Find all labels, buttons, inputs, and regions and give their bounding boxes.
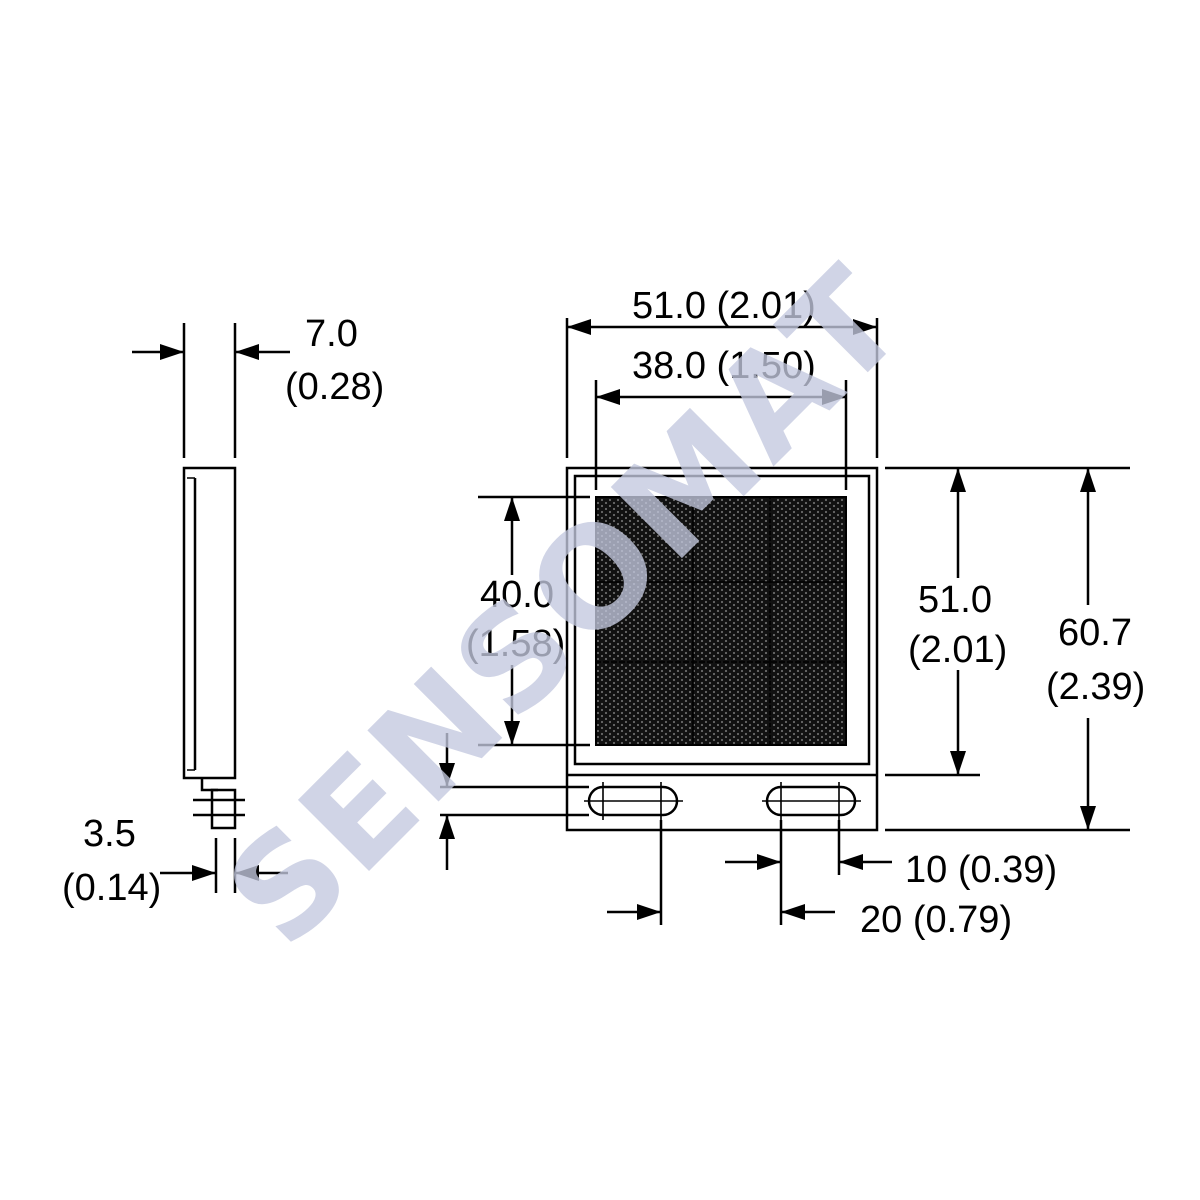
front-view [565, 466, 879, 832]
side-tab-mm: 3.5 [83, 813, 136, 855]
body-height-mm: 51.0 [918, 579, 992, 621]
side-thickness-inch: (0.28) [285, 366, 384, 408]
reflector-height-mm: 40.0 [480, 574, 554, 616]
slot-width-label: 10 (0.39) [905, 849, 1057, 891]
mounting-slot-left [584, 782, 683, 820]
side-view [132, 323, 290, 893]
overall-width-label: 51.0 (2.01) [632, 285, 816, 327]
overall-height-inch: (2.39) [1046, 666, 1145, 708]
slot-pitch-label: 20 (0.79) [860, 899, 1012, 941]
dimension-lines [439, 318, 1130, 925]
reflector-width-label: 38.0 (1.50) [632, 345, 816, 387]
body-height-inch: (2.01) [908, 629, 1007, 671]
mounting-slot-right [762, 782, 861, 820]
reflector-array [595, 496, 847, 746]
overall-height-mm: 60.7 [1058, 612, 1132, 654]
side-tab-inch: (0.14) [62, 867, 161, 909]
reflector-height-inch: (1.58) [466, 623, 565, 665]
side-thickness-mm: 7.0 [305, 313, 358, 355]
